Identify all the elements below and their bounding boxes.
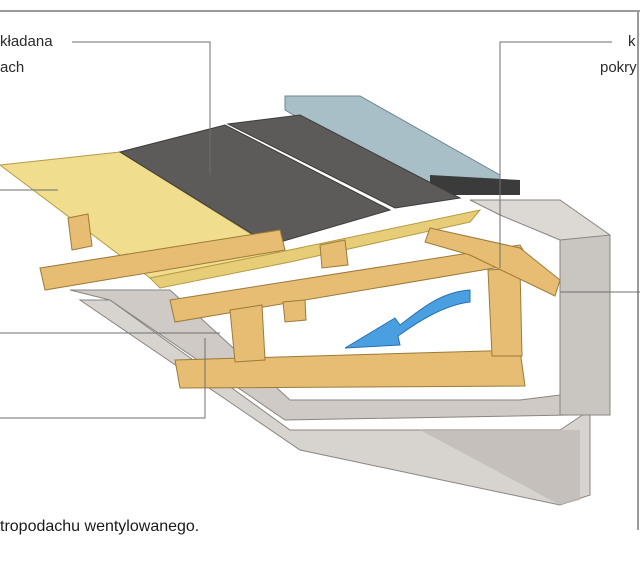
- label-top-left-line1: kładana: [0, 33, 53, 50]
- leader-lines: [0, 41, 640, 419]
- joist-short-1: [67, 213, 93, 251]
- lower-concrete-shadow: [420, 430, 580, 505]
- plywood-under: [148, 209, 482, 289]
- label-top-left-line2: ach: [0, 59, 25, 76]
- leader-top-left: [72, 41, 211, 175]
- leader-left-lower: [0, 338, 206, 419]
- beam-long-upper: [39, 229, 286, 291]
- leader-top-right: [499, 41, 612, 268]
- block-small: [282, 299, 307, 323]
- parapet-block: [430, 175, 520, 195]
- joist-short-2: [319, 239, 349, 269]
- post-left: [229, 304, 266, 363]
- frame-top-border: [0, 10, 640, 12]
- roofing-felt-left: [118, 124, 392, 246]
- label-top-right-line1: k: [628, 33, 636, 50]
- roofing-felt-right: [226, 114, 462, 209]
- airflow-arrow-icon: [344, 289, 471, 349]
- post-right: [487, 267, 523, 357]
- timber-frame: [39, 213, 561, 389]
- concrete-wall-face: [559, 234, 611, 416]
- label-top-right-line2: pokry: [600, 59, 637, 76]
- ridge-beam: [424, 227, 561, 297]
- figure-caption: tropodachu wentylowanego.: [0, 518, 200, 535]
- frame-right-border: [637, 10, 639, 530]
